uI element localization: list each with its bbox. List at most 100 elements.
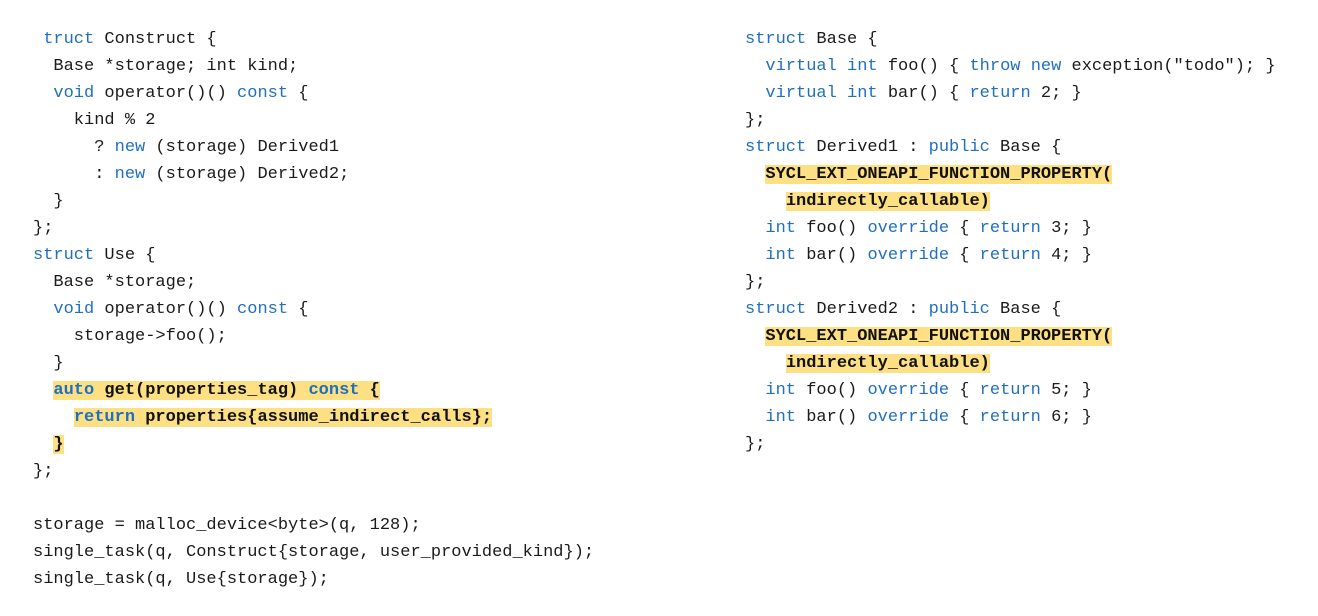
code-text: storage->foo(); (33, 327, 227, 346)
code-keyword: return (979, 381, 1041, 400)
code-text (33, 300, 53, 319)
code-keyword: public (928, 138, 990, 157)
code-keyword: struct (745, 30, 807, 49)
code-keyword: int (765, 408, 797, 427)
code-text (745, 165, 765, 184)
code-line: struct Derived2 : public Base { (745, 296, 1276, 323)
code-text: 2; } (1030, 84, 1082, 103)
code-keyword: throw (969, 57, 1021, 76)
code-line: : new (storage) Derived2; (33, 161, 594, 188)
code-text: Use { (94, 246, 156, 265)
code-line: single_task(q, Construct{storage, user_p… (33, 539, 594, 566)
code-line: void operator()() const { (33, 80, 594, 107)
code-text: bar() { (877, 84, 970, 103)
code-block-left: truct Construct { Base *storage; int kin… (33, 26, 594, 593)
code-keyword: new (114, 138, 146, 157)
code-line: int bar() override { return 6; } (745, 404, 1276, 431)
code-text (33, 381, 53, 400)
code-text: { (949, 381, 980, 400)
code-text: ? (33, 138, 115, 157)
code-line: ? new (storage) Derived1 (33, 134, 594, 161)
code-line: truct Construct { (33, 26, 594, 53)
code-text: }; (745, 111, 766, 130)
code-text (745, 327, 765, 346)
code-line: } (33, 350, 594, 377)
code-keyword: const (237, 300, 289, 319)
code-text: Base *storage; (33, 273, 197, 292)
code-text: Construct { (94, 30, 217, 49)
code-line: void operator()() const { (33, 296, 594, 323)
code-text (837, 84, 847, 103)
code-text: 5; } (1040, 381, 1092, 400)
code-text: single_task(q, Use{storage}); (33, 570, 329, 589)
code-text: { (288, 84, 309, 103)
code-keyword: public (928, 300, 990, 319)
highlighted-code: indirectly_callable) (785, 192, 990, 211)
code-keyword: virtual (765, 84, 837, 103)
code-text (1020, 57, 1030, 76)
code-text: { (949, 408, 980, 427)
code-keyword: truct (43, 30, 95, 49)
code-text: { (949, 246, 980, 265)
code-line: virtual int foo() { throw new exception(… (745, 53, 1276, 80)
code-keyword: int (765, 219, 797, 238)
code-keyword: return (73, 408, 136, 427)
code-text: Derived2 : (806, 300, 929, 319)
code-block-right: struct Base { virtual int foo() { throw … (745, 26, 1276, 458)
code-line: }; (33, 215, 594, 242)
code-text: }; (33, 219, 54, 238)
code-text: Base { (806, 30, 878, 49)
code-text: exception("todo"); } (1061, 57, 1276, 76)
code-keyword: void (53, 84, 95, 103)
code-keyword: override (867, 246, 950, 265)
highlighted-code: get(properties_tag) (94, 381, 309, 400)
code-text: }; (745, 273, 766, 292)
code-keyword: const (308, 381, 360, 400)
code-keyword: auto (53, 381, 95, 400)
code-line: auto get(properties_tag) const { (33, 377, 594, 404)
code-text: }; (33, 462, 54, 481)
code-text: single_task(q, Construct{storage, user_p… (33, 543, 595, 562)
code-line: struct Derived1 : public Base { (745, 134, 1276, 161)
code-line: } (33, 188, 594, 215)
code-line: return properties{assume_indirect_calls}… (33, 404, 594, 431)
code-keyword: override (867, 381, 950, 400)
code-keyword: struct (745, 138, 807, 157)
code-keyword: override (867, 219, 950, 238)
code-text (745, 246, 765, 265)
code-keyword: int (847, 57, 878, 76)
code-text: 6; } (1040, 408, 1092, 427)
code-text (33, 84, 53, 103)
code-text: bar() (796, 246, 868, 265)
code-text: 4; } (1040, 246, 1092, 265)
code-text (745, 219, 765, 238)
code-line: virtual int bar() { return 2; } (745, 80, 1276, 107)
code-text: { (288, 300, 309, 319)
code-text: } (33, 192, 64, 211)
code-line: }; (745, 269, 1276, 296)
code-text: operator()() (94, 300, 238, 319)
code-text: foo() (796, 219, 868, 238)
code-line (33, 485, 594, 512)
code-line: struct Use { (33, 242, 594, 269)
code-keyword: return (979, 219, 1041, 238)
code-line: single_task(q, Use{storage}); (33, 566, 594, 593)
code-text (745, 354, 786, 373)
code-line: storage->foo(); (33, 323, 594, 350)
code-line: Base *storage; int kind; (33, 53, 594, 80)
code-text (745, 84, 765, 103)
code-line: int foo() override { return 3; } (745, 215, 1276, 242)
code-text: 3; } (1040, 219, 1092, 238)
code-text: Base *storage; int kind; (33, 57, 299, 76)
code-text (745, 381, 765, 400)
code-text: Base { (989, 300, 1062, 319)
code-text: kind % 2 (33, 111, 156, 130)
code-keyword: struct (33, 246, 95, 265)
code-line: indirectly_callable) (745, 350, 1276, 377)
code-text: Base { (989, 138, 1062, 157)
code-line: indirectly_callable) (745, 188, 1276, 215)
code-text: }; (745, 435, 766, 454)
code-line: int foo() override { return 5; } (745, 377, 1276, 404)
code-text: Derived1 : (806, 138, 929, 157)
code-text: foo() { (877, 57, 970, 76)
